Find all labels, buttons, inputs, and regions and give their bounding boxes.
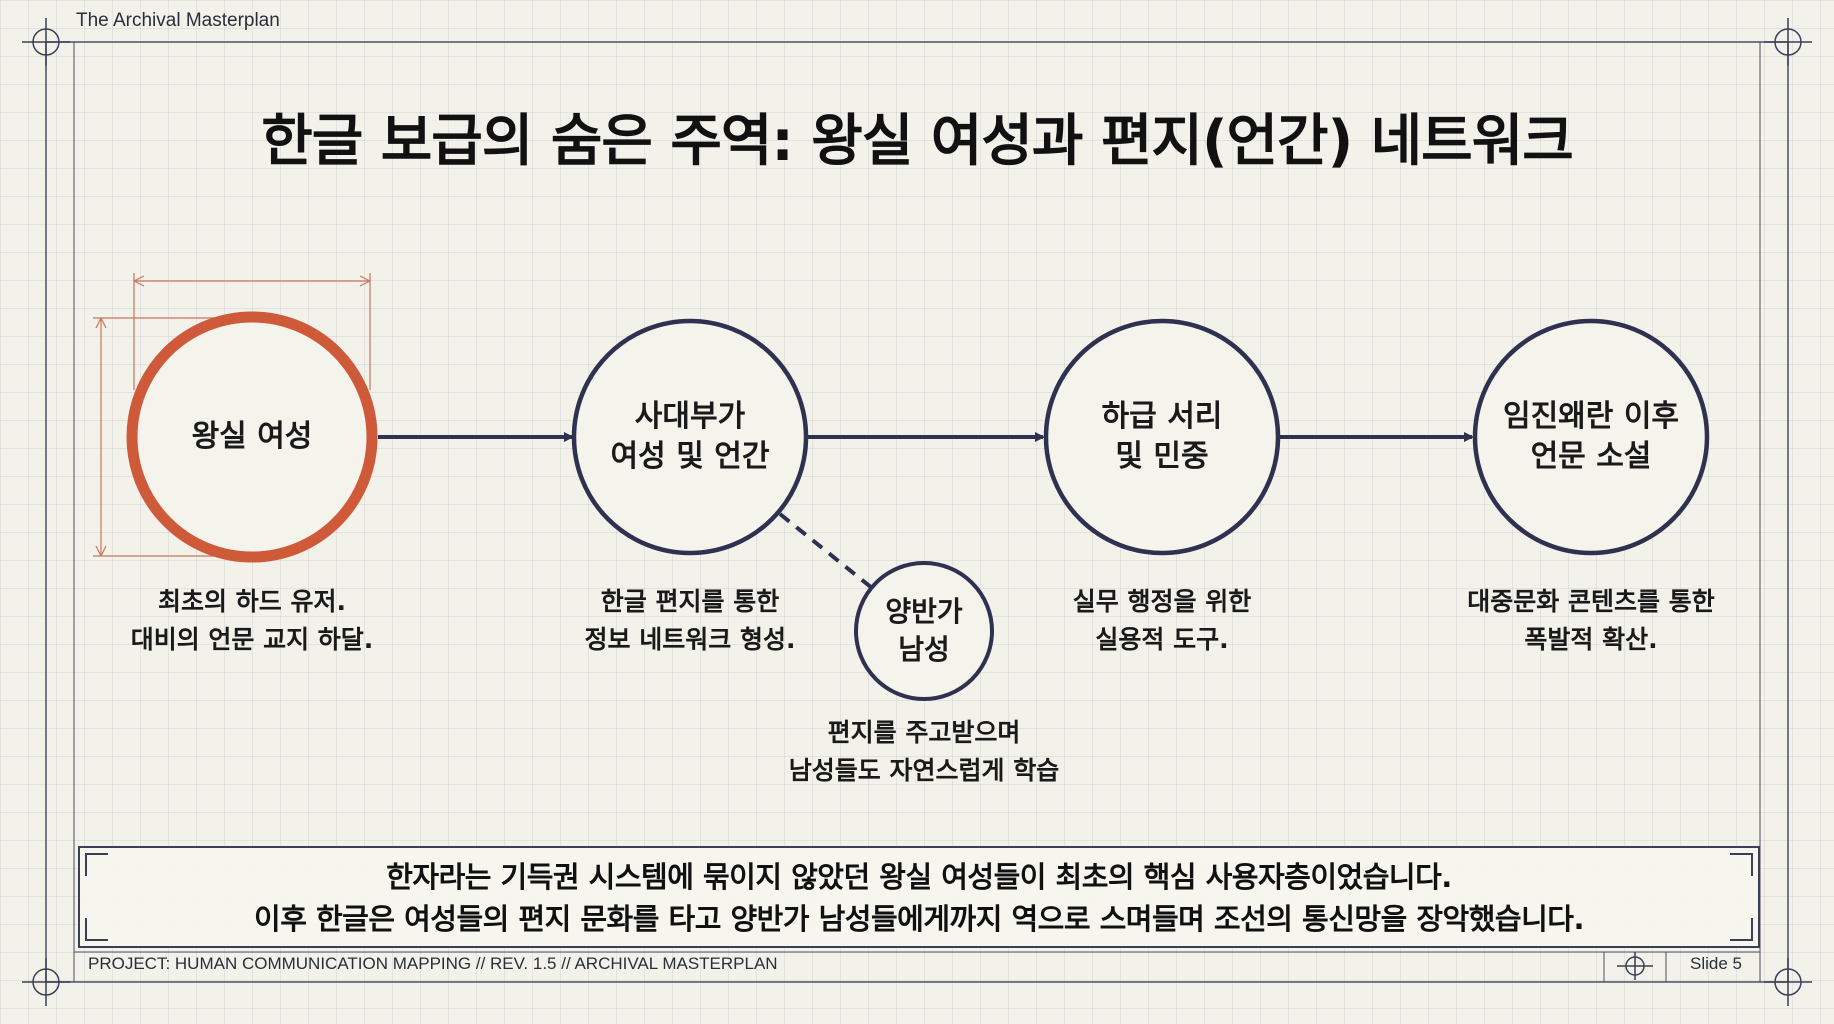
page-title: 한글 보급의 숨은 주역: 왕실 여성과 편지(언간) 네트워크: [261, 109, 1574, 174]
node-label-commoners: 하급 서리 및 민중: [1101, 399, 1223, 474]
crosshair-icon-footer: [1617, 952, 1653, 980]
node-desc-commoners: 실무 행정을 위한 실용적 도구.: [1072, 587, 1252, 654]
node-circle-noble-women: [571, 318, 809, 556]
node-circle-royal-women: [126, 311, 378, 563]
node-circle-commoners: [1043, 318, 1281, 556]
crosshair-icon-bottom-left: [22, 958, 70, 1006]
node-circle-novels: [1472, 318, 1710, 556]
branch-desc-yangban-men: 편지를 주고받으며 남성들도 자연스럽게 학습: [788, 718, 1060, 785]
node-desc-noble-women: 한글 편지를 통한 정보 네트워크 형성.: [584, 587, 796, 654]
footer-project-info: PROJECT: HUMAN COMMUNICATION MAPPING // …: [88, 954, 778, 973]
branch-label-yangban-men: 양반가 남성: [885, 595, 963, 666]
summary-corner-brackets: [85, 853, 1753, 941]
node-label-noble-women: 사대부가 여성 및 언간: [610, 399, 770, 474]
project-label: The Archival Masterplan: [76, 10, 280, 31]
branch-dashed-connector: [778, 512, 874, 590]
branch-circle-yangban-men: [854, 561, 994, 701]
summary-box: 한자라는 기득권 시스템에 묶이지 않았던 왕실 여성들이 최초의 핵심 사용자…: [78, 846, 1760, 948]
node-desc-royal-women: 최초의 하드 유저. 대비의 언문 교지 하달.: [130, 587, 374, 654]
node-desc-novels: 대중문화 콘텐츠를 통한 폭발적 확산.: [1467, 587, 1715, 654]
dimension-guides: [93, 273, 371, 557]
slide-number: Slide 5: [1690, 954, 1742, 973]
crosshair-icon-top-left: [22, 18, 70, 66]
crosshair-icon-bottom-right: [1764, 958, 1812, 1006]
crosshair-icon-top-right: [1764, 18, 1812, 66]
summary-text: 한자라는 기득권 시스템에 묶이지 않았던 왕실 여성들이 최초의 핵심 사용자…: [254, 860, 1584, 936]
node-label-novels: 임진왜란 이후 언문 소설: [1502, 399, 1680, 474]
node-label-royal-women: 왕실 여성: [191, 419, 313, 454]
